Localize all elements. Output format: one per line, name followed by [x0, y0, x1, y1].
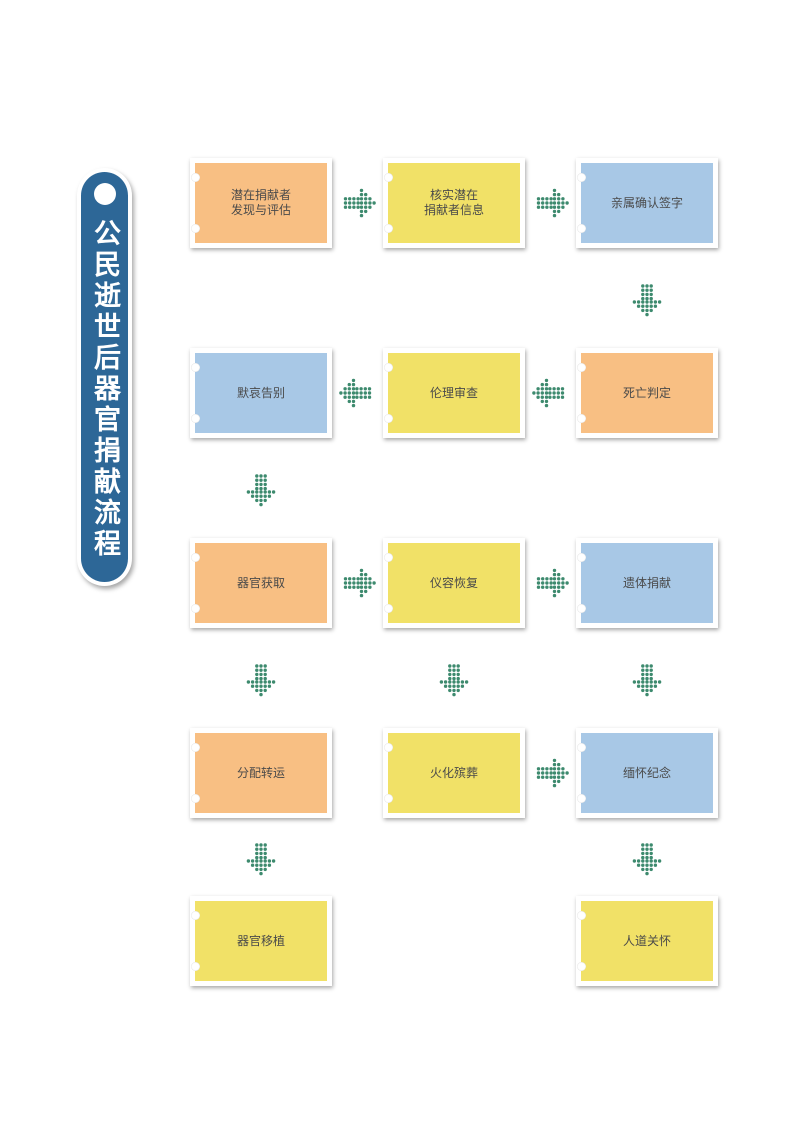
flow-step-label: 潜在捐献者 发现与评估: [230, 188, 291, 217]
card-punch-hole: [384, 604, 393, 613]
flow-arrow-left: [532, 378, 565, 408]
flow-arrow-down: [439, 664, 469, 697]
card-punch-hole: [384, 224, 393, 233]
flow-arrow-right: [343, 188, 376, 218]
flow-step-label: 器官获取: [236, 575, 285, 590]
flow-step-fill: 亲属确认签字: [581, 163, 713, 243]
flow-arrow-right: [536, 188, 569, 218]
card-punch-hole: [577, 553, 586, 562]
flow-step-card: 仪容恢复: [383, 538, 525, 628]
flow-step-label: 器官移植: [236, 933, 285, 948]
flow-step-fill: 伦理审查: [388, 353, 520, 433]
card-punch-hole: [384, 794, 393, 803]
flow-step-card: 伦理审查: [383, 348, 525, 438]
title-banner: 公民逝世后器官捐献流程: [77, 168, 132, 586]
flow-step-fill: 核实潜在 捐献者信息: [388, 163, 520, 243]
title-dot: [93, 183, 116, 205]
diagram-title: 公民逝世后器官捐献流程: [89, 219, 120, 560]
card-punch-hole: [191, 414, 200, 423]
flow-arrow-down: [246, 843, 276, 876]
card-punch-hole: [577, 363, 586, 372]
flow-step-card: 器官获取: [190, 538, 332, 628]
flow-step-label: 亲属确认签字: [610, 195, 683, 210]
flow-arrow-right: [536, 758, 569, 788]
flow-step-fill: 分配转运: [195, 733, 327, 813]
flow-step-label: 默哀告别: [236, 385, 285, 400]
flow-step-card: 缅怀纪念: [576, 728, 718, 818]
flow-step-card: 遗体捐献: [576, 538, 718, 628]
flow-step-card: 潜在捐献者 发现与评估: [190, 158, 332, 248]
flow-step-fill: 仪容恢复: [388, 543, 520, 623]
flow-arrow-down: [632, 843, 662, 876]
flow-step-label: 遗体捐献: [622, 575, 671, 590]
card-punch-hole: [191, 962, 200, 971]
flow-arrow-down: [246, 474, 276, 507]
flow-step-fill: 潜在捐献者 发现与评估: [195, 163, 327, 243]
flow-step-card: 火化殡葬: [383, 728, 525, 818]
flow-step-fill: 缅怀纪念: [581, 733, 713, 813]
card-punch-hole: [577, 962, 586, 971]
card-punch-hole: [577, 604, 586, 613]
card-punch-hole: [191, 743, 200, 752]
card-punch-hole: [384, 553, 393, 562]
flow-step-fill: 器官获取: [195, 543, 327, 623]
flow-step-card: 默哀告别: [190, 348, 332, 438]
title-banner-inner: 公民逝世后器官捐献流程: [81, 172, 128, 582]
flow-step-card: 器官移植: [190, 896, 332, 986]
card-punch-hole: [577, 794, 586, 803]
flow-step-label: 核实潜在 捐献者信息: [423, 188, 484, 217]
flow-step-fill: 死亡判定: [581, 353, 713, 433]
card-punch-hole: [191, 604, 200, 613]
flow-arrow-right: [536, 568, 569, 598]
flow-arrow-left: [339, 378, 372, 408]
card-punch-hole: [577, 911, 586, 920]
flow-step-card: 死亡判定: [576, 348, 718, 438]
flow-step-label: 仪容恢复: [429, 575, 478, 590]
flow-step-card: 亲属确认签字: [576, 158, 718, 248]
card-punch-hole: [384, 173, 393, 182]
card-punch-hole: [384, 363, 393, 372]
flow-step-card: 核实潜在 捐献者信息: [383, 158, 525, 248]
card-punch-hole: [577, 173, 586, 182]
flow-step-label: 死亡判定: [622, 385, 671, 400]
flow-step-fill: 火化殡葬: [388, 733, 520, 813]
card-punch-hole: [577, 743, 586, 752]
flow-arrow-down: [246, 664, 276, 697]
card-punch-hole: [191, 911, 200, 920]
card-punch-hole: [191, 363, 200, 372]
flow-step-fill: 器官移植: [195, 901, 327, 981]
card-punch-hole: [384, 414, 393, 423]
card-punch-hole: [191, 173, 200, 182]
card-punch-hole: [577, 414, 586, 423]
flow-arrow-right: [343, 568, 376, 598]
card-punch-hole: [191, 553, 200, 562]
flow-step-label: 缅怀纪念: [622, 765, 671, 780]
card-punch-hole: [577, 224, 586, 233]
flow-step-card: 分配转运: [190, 728, 332, 818]
flow-step-card: 人道关怀: [576, 896, 718, 986]
flow-step-fill: 人道关怀: [581, 901, 713, 981]
flow-step-label: 人道关怀: [622, 933, 671, 948]
flow-step-label: 火化殡葬: [429, 765, 478, 780]
flow-step-fill: 默哀告别: [195, 353, 327, 433]
flow-step-label: 伦理审查: [429, 385, 478, 400]
flow-arrow-down: [632, 664, 662, 697]
card-punch-hole: [191, 794, 200, 803]
card-punch-hole: [191, 224, 200, 233]
flow-arrow-down: [632, 284, 662, 317]
flow-step-label: 分配转运: [236, 765, 285, 780]
card-punch-hole: [384, 743, 393, 752]
flow-step-fill: 遗体捐献: [581, 543, 713, 623]
